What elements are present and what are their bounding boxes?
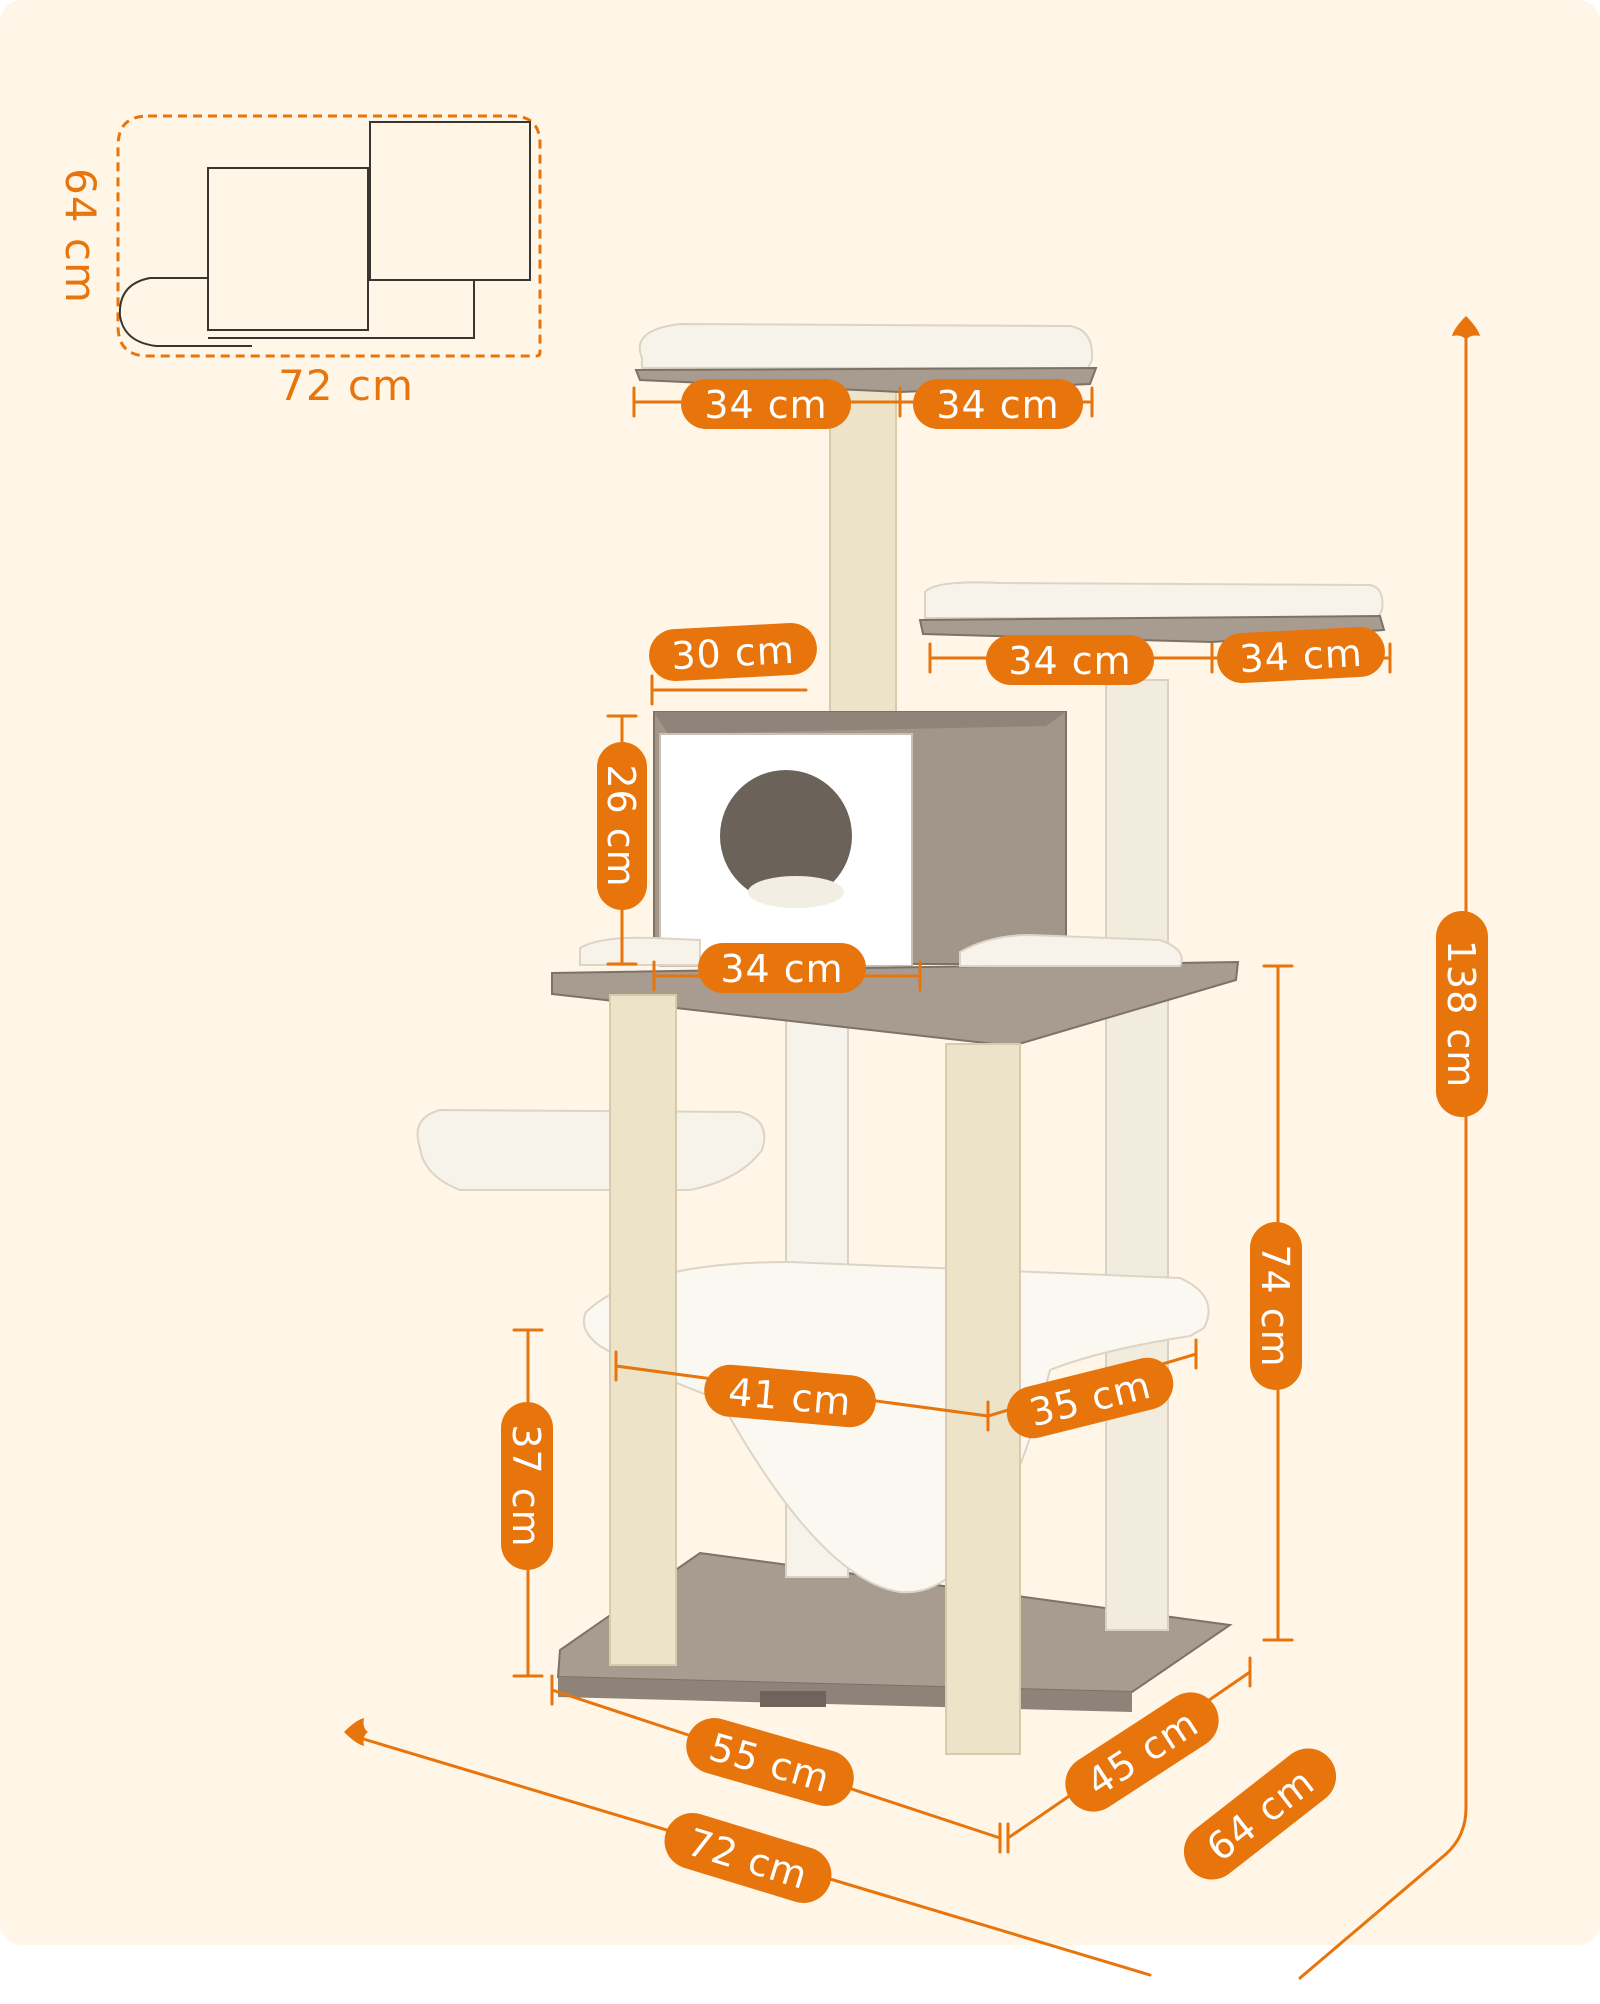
dimension-pill-hammock-width-background [704,1364,876,1428]
middle-platform-left-cushion [579,936,701,966]
left-side-perch [416,1108,766,1191]
middle-platform-right-cushion [959,933,1183,967]
dimension-pills: 34 cm 34 cm 30 cm 34 cm 34 cm 26 cm 34 cm 138 c… [501,379,1488,1903]
dimension-pill-hammock-depth-background [1006,1357,1174,1439]
dimension-pill-condo-depth: 30 cm [649,622,817,682]
footprint-dashed-outline [116,114,542,358]
dimension-pill-condo-width-background [698,943,866,993]
dimension-pill-total-depth-background [1183,1748,1337,1880]
dimension-label-middle-height: 74 cm [1253,1244,1297,1367]
dimension-pill-top-perch-left-background [681,379,851,429]
condo-depth-dim-line [650,674,808,706]
condo-roof [654,712,1066,734]
condo-inner-cushion [748,876,844,908]
front-left-post [609,994,677,1666]
right-perch-cushion [924,581,1384,619]
left-arrow-icon [344,1718,368,1746]
dimension-pill-middle-height-background [1250,1222,1302,1390]
dimension-pill-right-perch-right-background [1217,626,1385,684]
dimension-label-top-perch-left: 34 cm [704,383,827,427]
dimension-pill-base-depth-background [1065,1692,1219,1812]
dimension-label-condo-width: 34 cm [720,947,843,991]
back-right-post [1105,679,1169,1631]
dimension-pill-hammock-height: 37 cm [501,1402,553,1570]
right-perch-dim-line [928,642,1392,674]
top-perch-cushion [638,322,1094,369]
dimension-pill-base-width-background [686,1718,854,1806]
front-right-post [945,1043,1021,1755]
inset-width-label: 72 cm [278,361,414,410]
footprint-base-outline [208,279,475,339]
top-arrow-icon [1452,316,1480,340]
total-height-and-depth-dim-line [1298,328,1468,1980]
brand-plate [760,1691,826,1707]
dimension-pill-total-height: 138 cm [1436,911,1488,1117]
dimension-pill-top-perch-left: 34 cm [681,379,851,429]
dimension-pill-hammock-width: 41 cm [704,1364,876,1428]
dimension-pill-middle-height: 74 cm [1250,1222,1302,1390]
dimension-label-condo-depth: 30 cm [670,628,795,678]
footprint-inset: 64 cm 72 cm [56,114,542,410]
dimension-pill-condo-depth-background [649,622,817,682]
dimension-pill-condo-width: 34 cm [698,943,866,993]
dimension-label-right-perch-left: 34 cm [1008,639,1131,683]
dimension-arrowheads [344,316,1480,1746]
dimension-pill-right-perch-right: 34 cm [1217,626,1385,684]
footprint-condo-outline [207,167,369,331]
dimension-label-condo-height: 26 cm [599,764,643,887]
top-perch-post [829,384,897,718]
footprint-hammock-outline [118,277,252,347]
dimension-pill-total-width-background [664,1813,832,1903]
dimension-label-total-height: 138 cm [1439,940,1483,1089]
footprint-perch-outline [369,121,531,281]
inset-depth-label: 64 cm [56,168,105,304]
dimension-label-hammock-width: 41 cm [727,1370,854,1425]
dimension-pill-total-height-background [1436,911,1488,1117]
dimension-pill-right-perch-left: 34 cm [986,635,1154,685]
dimension-label-right-perch-right: 34 cm [1238,631,1363,681]
dimension-label-top-perch-right: 34 cm [936,383,1059,427]
dimension-label-hammock-height: 37 cm [504,1424,548,1547]
dimension-pill-condo-height-background [597,742,647,910]
cat-tree-illustration [416,322,1386,1755]
dimension-pill-condo-height: 26 cm [597,742,647,910]
dimension-pill-hammock-height-background [501,1402,553,1570]
dimension-pill-top-perch-right: 34 cm [913,379,1083,429]
dimension-pill-top-perch-right-background [913,379,1083,429]
dimension-pill-right-perch-left-background [986,635,1154,685]
condo-entrance [720,770,852,902]
top-perch-dim-line [632,386,1094,418]
